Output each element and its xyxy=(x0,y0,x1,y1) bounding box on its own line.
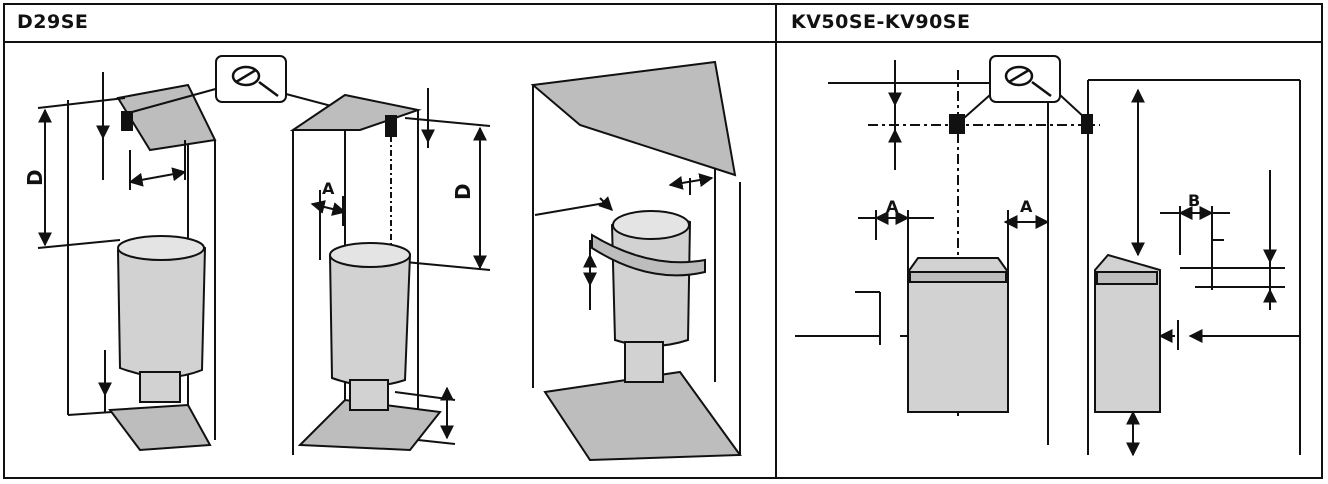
label-b-side: B xyxy=(1188,191,1200,210)
label-d-middle: D xyxy=(451,183,475,200)
column-divider xyxy=(775,5,777,477)
side-view xyxy=(1081,79,1301,457)
sensor-callout-right xyxy=(963,55,1086,119)
sensor-icon xyxy=(231,65,279,98)
label-d-left: D xyxy=(23,169,47,186)
front-view xyxy=(795,60,1100,445)
label-a-front-right: A xyxy=(1020,197,1033,216)
label-a-middle: A xyxy=(322,179,335,198)
corner-installation-3 xyxy=(530,60,742,462)
corner-installation-2 xyxy=(289,88,491,455)
header-row xyxy=(5,5,1321,43)
header-right-title: KV50SE-KV90SE xyxy=(791,11,971,33)
diagram-frame: D29SE KV50SE-KV90SE xyxy=(3,3,1323,479)
label-a-front-left: A xyxy=(886,197,899,216)
sensor-icon xyxy=(1004,65,1052,98)
header-left-title: D29SE xyxy=(17,11,89,33)
corner-installation-1 xyxy=(37,72,231,452)
